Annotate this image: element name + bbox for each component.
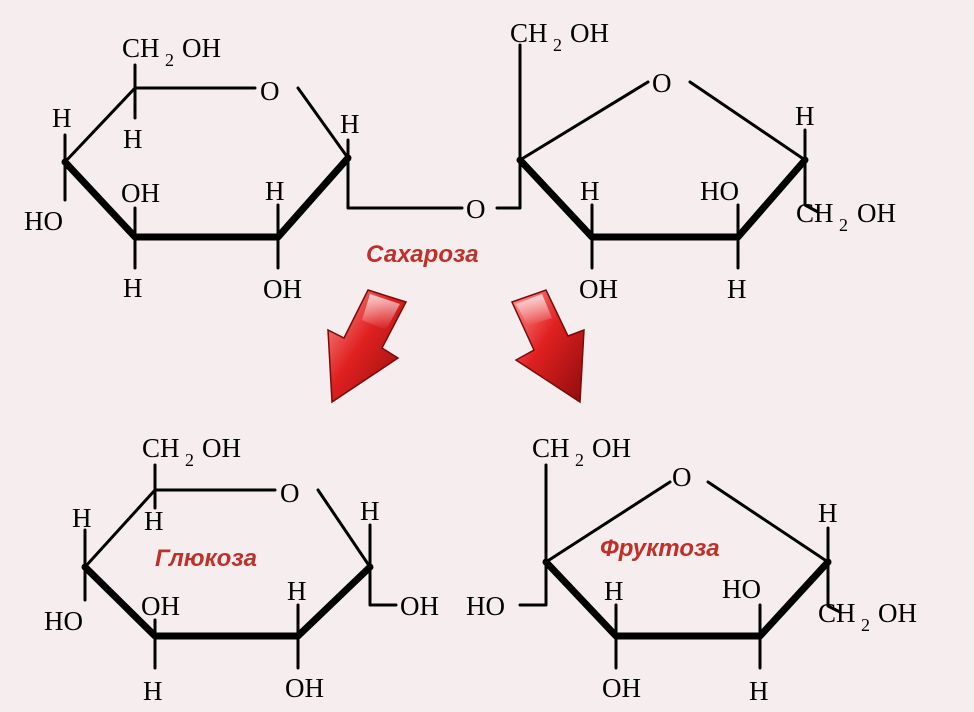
fructose-c5-h: H bbox=[818, 498, 838, 528]
fructose-c1-ch: CH bbox=[532, 433, 570, 463]
arrow-to-fructose-icon bbox=[510, 289, 585, 404]
sucrose-glc-c4-h: H bbox=[52, 103, 72, 133]
sucrose-glc-c2-h: H bbox=[265, 176, 285, 206]
sucrose-fru-c3-oh: OH bbox=[579, 274, 618, 304]
glucose-c6-oh: OH bbox=[202, 433, 241, 463]
sucrose-fru-c1-oh: OH bbox=[570, 18, 609, 48]
sucrose-fru-c6-ch: CH bbox=[796, 198, 834, 228]
sucrose-label: Сахароза bbox=[366, 241, 479, 268]
glucose-c3-h: H bbox=[143, 676, 163, 706]
glucose-c1-oh: OH bbox=[400, 591, 439, 621]
glucose-c2-oh: OH bbox=[285, 673, 324, 703]
sucrose-glc-c2-oh: OH bbox=[263, 274, 302, 304]
sucrose-glc-c6-ch: CH bbox=[122, 33, 160, 63]
glucose-c3-oh: OH bbox=[141, 591, 180, 621]
fructose-c1-oh: OH bbox=[592, 433, 631, 463]
fructose-c2-ho: HO bbox=[466, 591, 505, 621]
fructose-c4-h: H bbox=[749, 676, 769, 706]
fructose-c4-ho: HO bbox=[722, 574, 761, 604]
fructose-ring bbox=[518, 463, 842, 670]
glucose-c4-ho: HO bbox=[44, 606, 83, 636]
glucose-ring-oxygen: O bbox=[280, 478, 300, 508]
fructose-c6-oh: OH bbox=[878, 598, 917, 628]
sucrose-glc-c5-h: H bbox=[123, 124, 143, 154]
glucose-c6-sub: 2 bbox=[185, 450, 194, 470]
sucrose-glucose-ring bbox=[61, 63, 464, 270]
glucose-c1-h: H bbox=[360, 496, 380, 526]
sucrose-glc-c3-h: H bbox=[123, 273, 143, 303]
fructose-c3-oh: OH bbox=[602, 673, 641, 703]
fructose-label: Фруктоза bbox=[600, 535, 720, 562]
sucrose-fru-c3-h: H bbox=[580, 176, 600, 206]
sucrose-fru-c4-ho: HO bbox=[700, 176, 739, 206]
glucose-c2-h: H bbox=[287, 576, 307, 606]
fructose-c1-sub: 2 bbox=[575, 450, 584, 470]
sucrose-glc-c1-h: H bbox=[340, 109, 360, 139]
sucrose-fru-c1-sub: 2 bbox=[553, 35, 562, 55]
sucrose-fru-c6-sub: 2 bbox=[839, 215, 848, 235]
glucose-label: Глюкоза bbox=[155, 545, 257, 572]
fructose-ring-oxygen: O bbox=[672, 462, 692, 492]
sucrose-fru-ring-oxygen: O bbox=[652, 68, 672, 98]
sucrose-fructose-ring bbox=[495, 43, 820, 270]
sucrose-fru-c5-h: H bbox=[795, 101, 815, 131]
sucrose-fru-c6-oh: OH bbox=[857, 198, 896, 228]
glucose-c4-h: H bbox=[72, 503, 92, 533]
glycosidic-oxygen: O bbox=[466, 194, 486, 224]
fructose-c6-sub: 2 bbox=[861, 615, 870, 635]
sucrose-glc-c6-oh: OH bbox=[182, 33, 221, 63]
sucrose-fru-c4-h: H bbox=[727, 274, 747, 304]
sucrose-glc-c4-ho: HO bbox=[24, 206, 63, 236]
glucose-ring bbox=[81, 463, 398, 670]
sucrose-glc-c6-sub: 2 bbox=[165, 50, 174, 70]
sucrose-glc-c3-oh: OH bbox=[121, 178, 160, 208]
sucrose-fru-c1-ch: CH bbox=[510, 18, 548, 48]
glucose-c5-h: H bbox=[144, 506, 164, 536]
fructose-c6-ch: CH bbox=[818, 598, 856, 628]
sucrose-glc-ring-oxygen: O bbox=[260, 76, 280, 106]
arrow-to-glucose-icon bbox=[327, 289, 408, 404]
glucose-c6-ch: CH bbox=[142, 433, 180, 463]
fructose-c3-h: H bbox=[604, 576, 624, 606]
